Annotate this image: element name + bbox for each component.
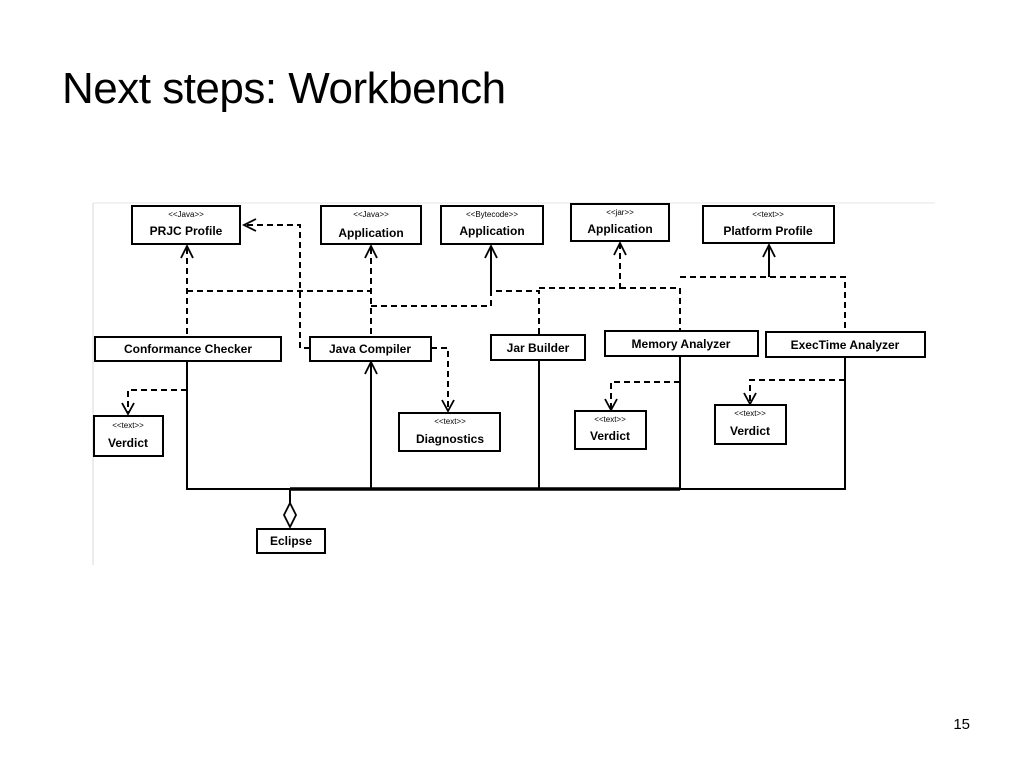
dependency-lines bbox=[121, 218, 846, 416]
box-bytecode-application[interactable]: <<Bytecode>> Application bbox=[440, 205, 544, 245]
arrowhead-icon bbox=[121, 402, 135, 416]
box-label: PRJC Profile bbox=[150, 224, 223, 238]
box-stereotype: <<Bytecode>> bbox=[466, 210, 518, 219]
box-prjc-profile[interactable]: <<Java>> PRJC Profile bbox=[131, 205, 241, 245]
page-number: 15 bbox=[953, 716, 970, 733]
arrowhead-icon bbox=[364, 243, 378, 259]
dep-compiler-to-diagnostics bbox=[431, 347, 449, 411]
composition-lines bbox=[186, 357, 846, 530]
box-label: Platform Profile bbox=[723, 224, 813, 238]
box-label: Verdict bbox=[730, 424, 770, 438]
box-stereotype: <<Java>> bbox=[168, 210, 204, 219]
aggregation-diamond-icon bbox=[282, 500, 298, 530]
box-stereotype: <<text>> bbox=[734, 409, 766, 418]
dep-compiler-to-prjc bbox=[244, 224, 310, 349]
box-eclipse[interactable]: Eclipse bbox=[256, 528, 326, 554]
arrowhead-icon bbox=[484, 243, 498, 259]
dep-to-jar-app bbox=[539, 243, 621, 289]
box-verdict-memory[interactable]: <<text>> Verdict bbox=[574, 410, 647, 450]
box-jar-builder[interactable]: Jar Builder bbox=[490, 334, 586, 361]
box-stereotype: <<text>> bbox=[752, 210, 784, 219]
box-label: Eclipse bbox=[270, 534, 312, 548]
box-label: Diagnostics bbox=[416, 432, 484, 446]
box-label: Application bbox=[587, 222, 652, 236]
box-stereotype: <<Java>> bbox=[353, 210, 389, 219]
arrowhead-icon bbox=[613, 240, 627, 256]
dep-exectime-bus bbox=[680, 276, 846, 330]
box-label: Verdict bbox=[108, 436, 148, 450]
box-diagnostics[interactable]: <<text>> Diagnostics bbox=[398, 412, 501, 452]
dep-jar-builder-bus bbox=[371, 290, 540, 334]
box-label: Application bbox=[338, 226, 403, 240]
box-label: Verdict bbox=[590, 429, 630, 443]
dep-conformance-to-verdict bbox=[127, 389, 187, 414]
box-label: Memory Analyzer bbox=[632, 337, 731, 351]
box-jar-application[interactable]: <<jar>> Application bbox=[570, 203, 670, 242]
arrowhead-icon bbox=[762, 242, 776, 258]
box-platform-profile[interactable]: <<text>> Platform Profile bbox=[702, 205, 835, 244]
dep-exectime-to-verdict bbox=[749, 379, 845, 404]
box-conformance-checker[interactable]: Conformance Checker bbox=[94, 336, 282, 362]
box-stereotype: <<jar>> bbox=[606, 208, 634, 217]
box-verdict-conformance[interactable]: <<text>> Verdict bbox=[93, 415, 164, 457]
box-verdict-exectime[interactable]: <<text>> Verdict bbox=[714, 404, 787, 445]
box-label: Java Compiler bbox=[329, 342, 411, 356]
dep-memory-to-verdict bbox=[610, 381, 680, 410]
box-label: Jar Builder bbox=[507, 341, 570, 355]
box-label: ExecTime Analyzer bbox=[791, 338, 900, 352]
arrowhead-icon bbox=[180, 243, 194, 259]
box-stereotype: <<text>> bbox=[594, 415, 626, 424]
box-exectime-analyzer[interactable]: ExecTime Analyzer bbox=[765, 331, 926, 358]
box-label: Application bbox=[459, 224, 524, 238]
box-label: Conformance Checker bbox=[124, 342, 252, 356]
slide-title: Next steps: Workbench bbox=[62, 64, 506, 113]
box-stereotype: <<text>> bbox=[112, 421, 144, 430]
box-java-compiler[interactable]: Java Compiler bbox=[309, 336, 432, 362]
box-stereotype: <<text>> bbox=[434, 417, 466, 426]
box-java-application[interactable]: <<Java>> Application bbox=[320, 205, 422, 245]
arrowhead-icon bbox=[241, 218, 257, 232]
arrowhead-icon bbox=[441, 399, 455, 413]
box-memory-analyzer[interactable]: Memory Analyzer bbox=[604, 330, 759, 357]
dep-memory-bus bbox=[620, 287, 681, 330]
